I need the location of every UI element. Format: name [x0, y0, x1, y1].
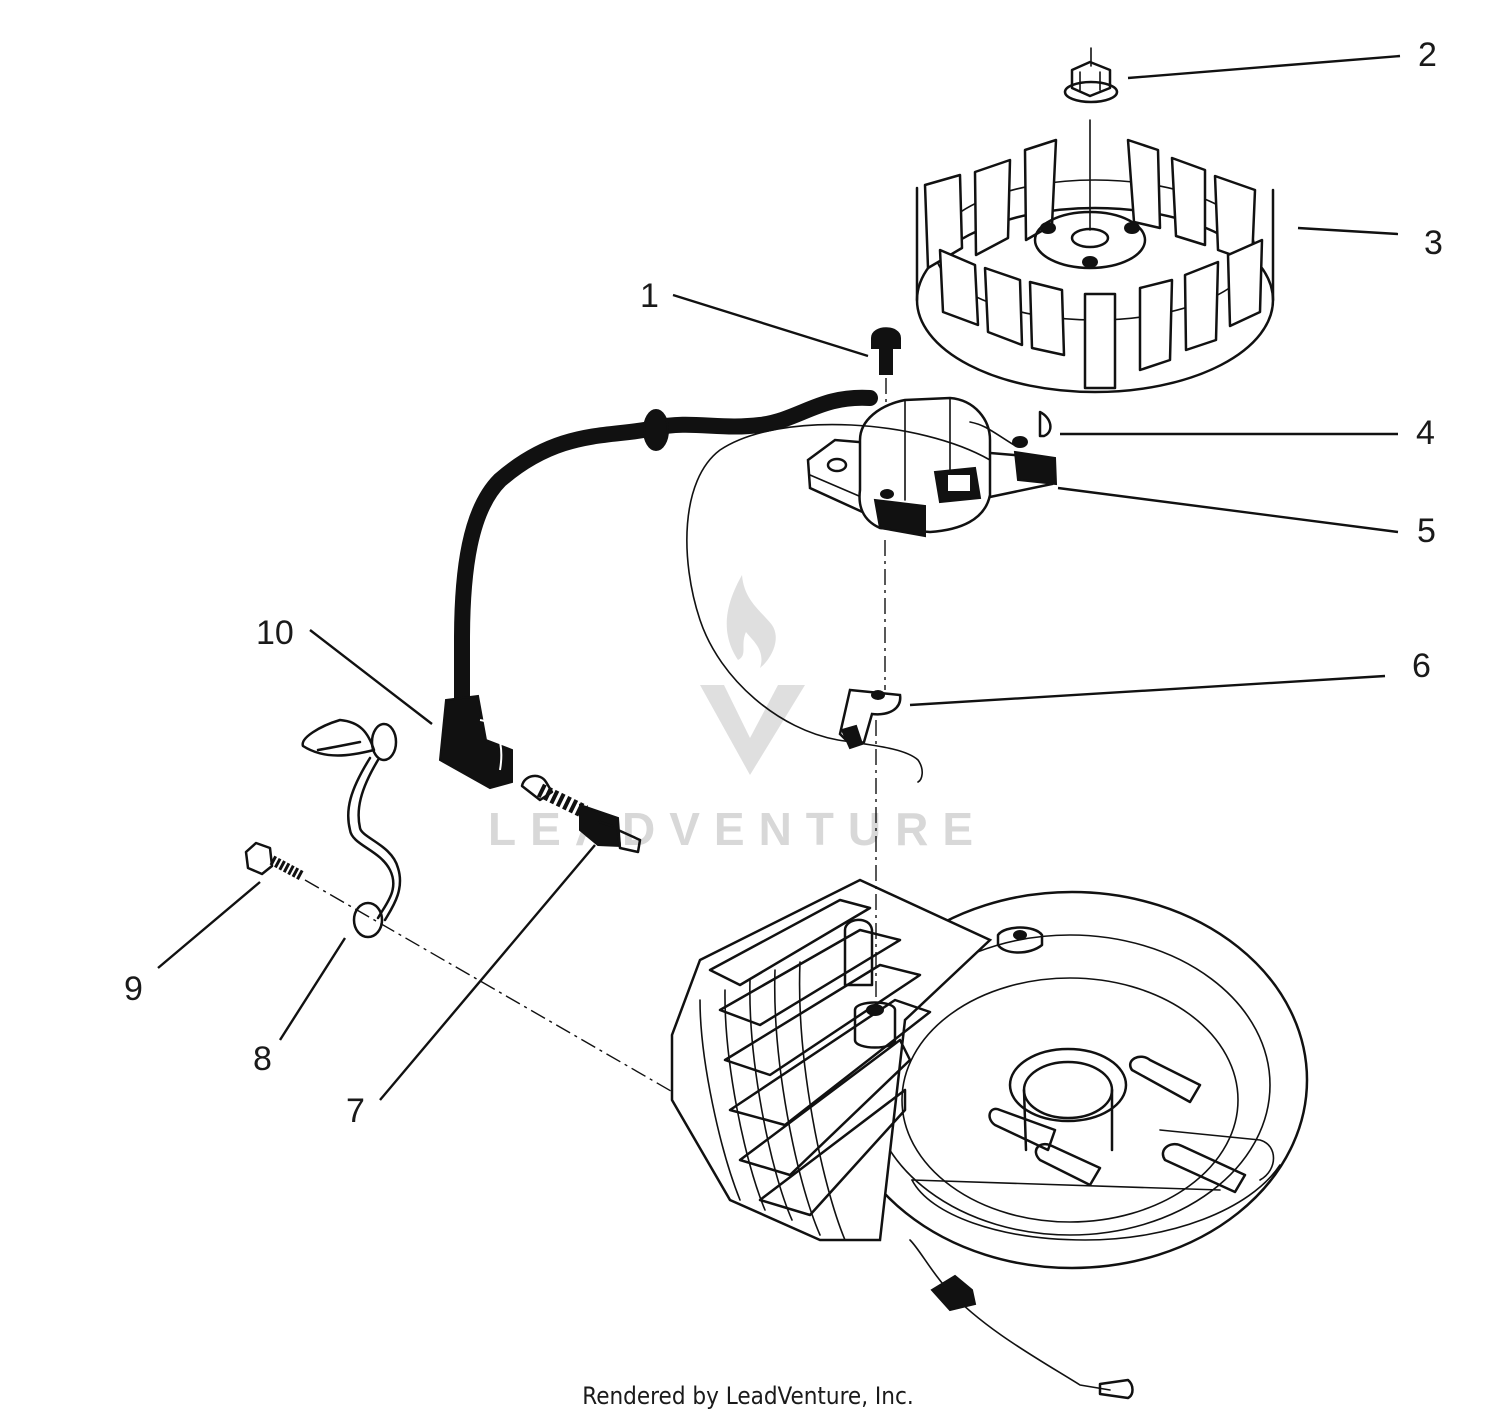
callout-6: 6: [1412, 647, 1431, 685]
part-flywheel-key: [1038, 410, 1052, 438]
callout-1: 1: [640, 277, 659, 315]
part-stop-bracket: [301, 718, 402, 939]
callout-9: 9: [124, 970, 143, 1008]
watermark-text: LEADVENTURE: [488, 803, 987, 855]
part-wire-clip: [838, 688, 902, 750]
footer-credit: Rendered by LeadVenture, Inc.: [582, 1382, 913, 1410]
watermark-logo-icon: [700, 575, 805, 775]
part-flywheel-nut: [1063, 47, 1119, 104]
callout-2: 2: [1418, 36, 1437, 74]
callout-8: 8: [253, 1040, 272, 1078]
callout-3: 3: [1424, 224, 1443, 262]
callout-7: 7: [346, 1092, 365, 1130]
part-ground-wire: [686, 421, 1015, 783]
part-ignition-module: [806, 396, 1058, 538]
watermark: LEADVENTURE: [488, 575, 987, 855]
callout-5: 5: [1417, 512, 1436, 550]
part-spark-plug: [520, 774, 642, 854]
callout-10: 10: [256, 614, 294, 652]
callout-leaders: [157, 54, 1401, 1101]
part-engine-crankcase: [670, 540, 1309, 1400]
callout-labels: 1 2 3 4 5 6 7 8 9 10: [124, 36, 1443, 1130]
part-bolt: [244, 841, 691, 1103]
callout-4: 4: [1416, 414, 1435, 452]
part-flywheel: [915, 119, 1275, 394]
part-spark-plug-lead: [438, 389, 878, 790]
